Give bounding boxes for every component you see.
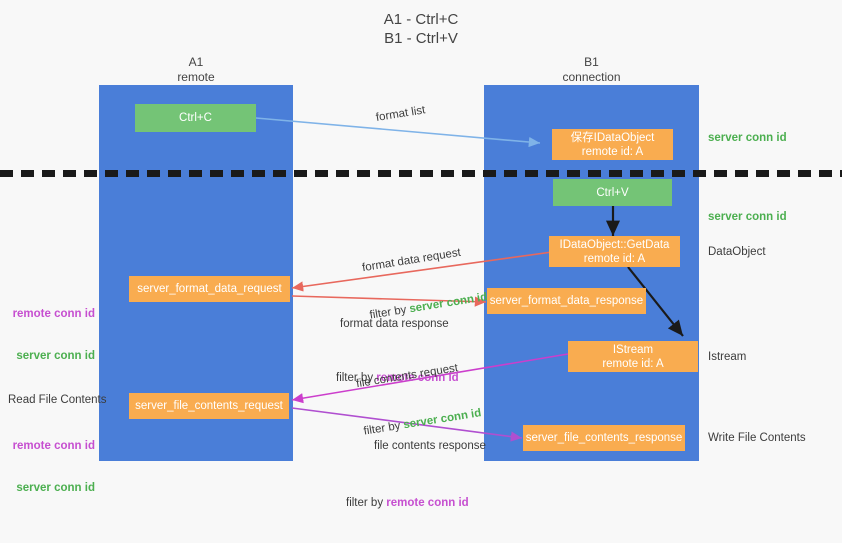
arrow-label-format-list: format list xyxy=(375,104,427,124)
arrow-label-file-contents-response-filter: filter by remote conn id xyxy=(346,497,469,509)
label-server-conn-id-lower: server conn id xyxy=(16,482,95,494)
arrow-label-file-contents-request-text: file contents request xyxy=(355,362,459,391)
lane-a1-heading: A1 remote xyxy=(177,55,215,84)
box-ctrl-v[interactable]: Ctrl+V xyxy=(553,179,672,206)
box-server-file-contents-request[interactable]: server_file_contents_request xyxy=(129,393,289,419)
arrow-label-format-data-request-text: format data request xyxy=(361,246,462,275)
box-server-format-data-request[interactable]: server_format_data_request xyxy=(129,276,290,302)
page-title: A1 - Ctrl+C B1 - Ctrl+V xyxy=(383,11,459,47)
box-save-idataobject[interactable]: 保存IDataObject remote id: A xyxy=(552,129,673,160)
filter-value-remote-conn-id: remote conn id xyxy=(376,372,459,384)
box-istream[interactable]: IStream remote id: A xyxy=(568,341,698,372)
arrow-label-format-data-response-filter: filter by remote conn id xyxy=(336,372,459,384)
conn-id-legend-lower: remote conn id server conn id xyxy=(0,411,95,523)
box-idataobject-getdata[interactable]: IDataObject::GetData remote id: A xyxy=(549,236,680,267)
label-server-conn-id-mid: server conn id xyxy=(708,211,787,223)
trust-boundary-dashed-line xyxy=(0,170,842,177)
arrow-label-file-contents-response: file contents response filter by remote … xyxy=(346,406,486,543)
diagram-canvas: A1 - Ctrl+C B1 - Ctrl+V A1 remote B1 con… xyxy=(0,11,842,509)
box-server-file-contents-response[interactable]: server_file_contents_response xyxy=(523,425,685,451)
label-istream: Istream xyxy=(708,351,747,363)
label-write-file-contents: Write File Contents xyxy=(708,432,806,444)
conn-id-legend-upper: remote conn id server conn id xyxy=(0,279,95,391)
box-ctrl-c[interactable]: Ctrl+C xyxy=(135,104,256,132)
label-dataobject: DataObject xyxy=(708,246,766,258)
arrow-label-format-data-response: format data response filter by remote co… xyxy=(336,284,459,418)
label-remote-conn-id-lower: remote conn id xyxy=(12,440,95,452)
label-read-file-contents: Read File Contents xyxy=(8,394,107,406)
label-server-conn-id-upper: server conn id xyxy=(16,350,95,362)
box-server-format-data-response[interactable]: server_format_data_response xyxy=(487,288,646,314)
label-server-conn-id-top: server conn id xyxy=(708,132,787,144)
arrow-label-format-data-response-text: format data response xyxy=(340,318,449,330)
label-remote-conn-id-upper: remote conn id xyxy=(12,308,95,320)
arrow-label-file-contents-response-text: file contents response xyxy=(374,440,486,452)
lane-b1-heading: B1 connection xyxy=(562,55,621,84)
filter-value-remote-conn-id-2: remote conn id xyxy=(386,497,469,509)
